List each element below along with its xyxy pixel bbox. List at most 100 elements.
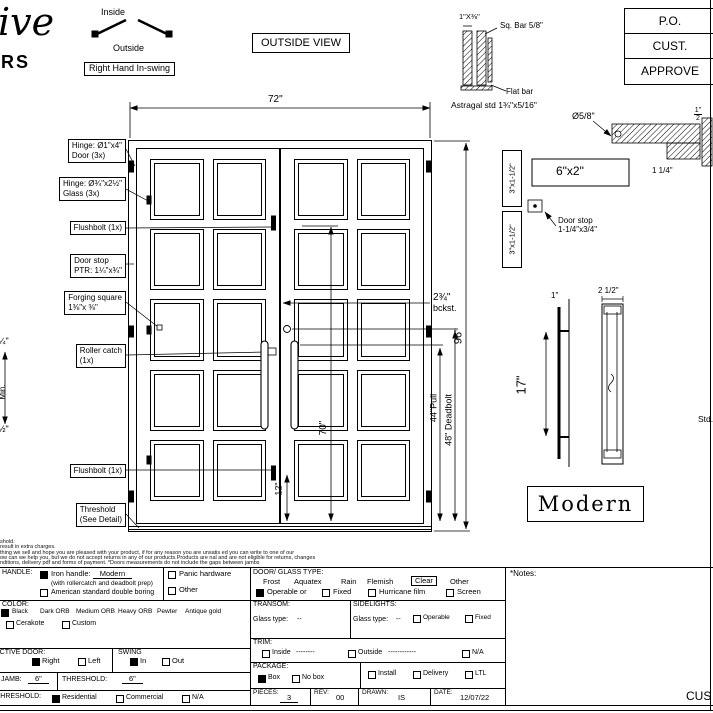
checkbox-active-left[interactable] bbox=[78, 658, 86, 666]
screen-label: Screen bbox=[457, 587, 481, 596]
checkbox-sidelight-operable[interactable] bbox=[413, 615, 421, 623]
dim-height: 96" bbox=[452, 327, 465, 345]
checkbox-trim-inside[interactable] bbox=[262, 650, 270, 658]
glass-option-frost[interactable]: Frost bbox=[263, 577, 281, 586]
checkbox-swing-in[interactable] bbox=[130, 658, 138, 666]
checkbox-hurricane-film[interactable] bbox=[368, 589, 376, 597]
callout-roller-catch: Roller catch (1x) bbox=[75, 344, 126, 368]
threshold-line bbox=[129, 526, 431, 527]
jamb-value[interactable]: 6" bbox=[28, 674, 49, 685]
sidelights-section-label: SIDELIGHTS: bbox=[353, 601, 397, 608]
glass-option-other[interactable]: Other bbox=[450, 577, 469, 586]
trim-inside-label: Inside bbox=[272, 649, 291, 656]
color-option-dark-orb[interactable]: Dark ORB bbox=[40, 608, 70, 615]
checkbox-trim-outside[interactable] bbox=[348, 650, 356, 658]
std-label: Std. bbox=[698, 414, 713, 424]
iron-handle-subtext: (with rollercatch and deadbolt prep) bbox=[51, 580, 153, 587]
rev-value[interactable]: 00 bbox=[336, 693, 345, 702]
glass-option-clear-selected[interactable]: Clear bbox=[411, 576, 437, 587]
form-grid-line bbox=[0, 600, 505, 601]
sidelight-operable-label: Operable bbox=[423, 614, 450, 621]
flat-bar-label: Flat bar bbox=[506, 87, 534, 96]
glass-option-rain[interactable]: Rain bbox=[341, 577, 357, 586]
drawn-value[interactable]: IS bbox=[398, 693, 406, 702]
checkbox-install[interactable] bbox=[368, 671, 376, 679]
checkbox-ltl[interactable] bbox=[465, 671, 473, 679]
head-diameter-label: Ø5/8" bbox=[572, 111, 595, 121]
po-cell[interactable]: P.O. bbox=[625, 9, 713, 34]
cerakote-label: Cerakote bbox=[16, 620, 45, 627]
checkbox-color-black[interactable] bbox=[1, 609, 9, 617]
checkbox-package-no-box[interactable] bbox=[292, 675, 300, 683]
iron-handle-label: Iron handle: bbox=[51, 569, 91, 578]
package-box-label: Box bbox=[268, 674, 281, 681]
sidelight-fixed-label: Fixed bbox=[475, 614, 491, 621]
form-grid-line bbox=[0, 672, 250, 673]
package-no-box-label: No box bbox=[302, 674, 325, 681]
color-option-black[interactable]: Black bbox=[12, 608, 28, 615]
color-option-medium-orb[interactable]: Medium ORB bbox=[76, 608, 116, 615]
trim-outside-label: Outside bbox=[358, 649, 383, 656]
color-section-label: COLOR: bbox=[2, 601, 29, 608]
checkbox-iron-handle[interactable] bbox=[40, 571, 48, 579]
checkbox-cerakote[interactable] bbox=[6, 621, 14, 629]
color-option-heavy-orb[interactable]: Heavy ORB bbox=[118, 608, 153, 615]
checkbox-package-box[interactable] bbox=[258, 675, 266, 683]
checkbox-operable[interactable] bbox=[256, 589, 264, 597]
checkbox-active-right[interactable] bbox=[32, 658, 40, 666]
checkbox-delivery[interactable] bbox=[413, 671, 421, 679]
sidelights-glass-type-value[interactable]: -- bbox=[396, 616, 401, 623]
jamb-section-text: 3"x1-1/2" bbox=[507, 163, 517, 194]
checkbox-residential[interactable] bbox=[52, 695, 60, 703]
threshold-dim-label: THRESHOLD: bbox=[62, 676, 108, 683]
sidelights-glass-type-label: Glass type: bbox=[353, 616, 389, 623]
glass-lite bbox=[212, 439, 266, 501]
checkbox-panic-hardware[interactable] bbox=[168, 571, 176, 579]
glass-option-flemish[interactable]: Flemish bbox=[367, 577, 394, 586]
approve-cell[interactable]: APPROVE bbox=[640, 64, 700, 78]
checkbox-threshold-na[interactable] bbox=[182, 695, 190, 703]
callout-flushbolt-bottom: Flushbolt (1x) bbox=[69, 464, 126, 478]
glass-option-aquatex[interactable]: Aquatex bbox=[294, 577, 322, 586]
checkbox-fixed[interactable] bbox=[322, 589, 330, 597]
commercial-label: Commercial bbox=[126, 694, 164, 701]
date-value[interactable]: 12/07/22 bbox=[460, 693, 490, 702]
checkbox-swing-out[interactable] bbox=[162, 658, 170, 666]
ltl-label: LTL bbox=[475, 670, 487, 677]
pieces-value[interactable]: 3 bbox=[280, 693, 299, 704]
iron-handle-option: Iron handle: Modern bbox=[51, 569, 133, 579]
glass-lite bbox=[150, 159, 204, 221]
checkbox-sidelight-fixed[interactable] bbox=[465, 615, 473, 623]
pull-handle-detail-drawing bbox=[557, 296, 624, 467]
checkbox-screen[interactable] bbox=[446, 589, 454, 597]
color-option-antique-gold[interactable]: Antique gold bbox=[185, 608, 222, 615]
checkbox-other-hardware[interactable] bbox=[168, 587, 176, 595]
checkbox-custom-color[interactable] bbox=[62, 621, 70, 629]
callout-hinge-door: Hinge: Ø1"x4" Door (3x) bbox=[67, 139, 126, 163]
cust-cell[interactable]: CUST. bbox=[625, 34, 713, 59]
checkbox-american-standard[interactable] bbox=[40, 589, 48, 597]
glass-lite bbox=[212, 299, 266, 361]
threshold-dim-value[interactable]: 6" bbox=[122, 674, 143, 685]
form-grid-line bbox=[112, 648, 113, 672]
checkbox-commercial[interactable] bbox=[116, 695, 124, 703]
checkbox-trim-na[interactable] bbox=[462, 650, 470, 658]
form-grid-line bbox=[250, 688, 505, 689]
panic-hardware-label: Panic hardware bbox=[179, 569, 232, 578]
one-quarter-label: 1 1/4" bbox=[652, 166, 673, 175]
glass-lite bbox=[294, 299, 348, 361]
swing-icon bbox=[91, 18, 173, 38]
disclaimer-line: shold. bbox=[0, 539, 15, 545]
transom-glass-type-value[interactable]: -- bbox=[297, 616, 302, 623]
logo-script-text: ive bbox=[0, 0, 55, 44]
half-inch-fraction: 1" 2 bbox=[694, 107, 702, 123]
glass-lite bbox=[356, 439, 410, 501]
swing-section-label: SWING bbox=[118, 649, 142, 656]
transom-glass-type-label: Glass type: bbox=[253, 616, 289, 623]
color-option-pewter[interactable]: Pewter bbox=[157, 608, 178, 615]
dim-width: 72" bbox=[268, 94, 283, 105]
active-right-label: Right bbox=[42, 656, 60, 665]
glass-lite bbox=[150, 229, 204, 291]
glass-lite bbox=[356, 369, 410, 431]
glass-lite bbox=[150, 369, 204, 431]
